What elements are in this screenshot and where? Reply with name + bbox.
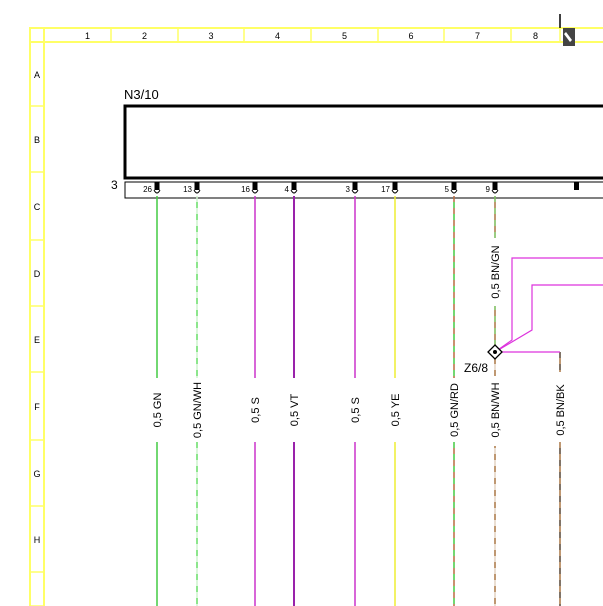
- pin-terminal: [252, 182, 258, 190]
- connector-label: 3: [111, 178, 118, 192]
- pin-number: 17: [381, 185, 390, 194]
- pin-number: 9: [486, 185, 491, 194]
- wire-label-bg: [553, 372, 566, 442]
- row-label: D: [34, 269, 41, 279]
- frame-left-band: [29, 27, 45, 606]
- wire-label-bg: [388, 378, 401, 442]
- wire-label: 0,5 BN/BK: [555, 384, 567, 436]
- pin-terminal: [574, 182, 579, 190]
- pin-cup: [193, 189, 201, 194]
- pin-group: 26 13 16 4 3 17 5 9: [143, 182, 579, 194]
- pin-cup: [391, 189, 399, 194]
- wire-label: 0,5 GN/WH: [192, 382, 204, 438]
- col-label: 3: [208, 31, 213, 41]
- splice-label: Z6/8: [464, 361, 488, 375]
- pin-cup: [290, 189, 298, 194]
- row-label: B: [34, 135, 40, 145]
- pin-number: 5: [445, 185, 450, 194]
- pin-terminal: [291, 182, 297, 190]
- pin-terminal: [154, 182, 160, 190]
- pin-cup: [450, 189, 458, 194]
- magenta-branch: [494, 257, 603, 353]
- wire-label: 0,5 GN: [152, 393, 164, 428]
- wire-group: 0,5 GN 0,5 GN/WH 0,5 S 0,5 VT 0,5 S 0,5 YE 0,5…: [150, 196, 603, 606]
- pin-terminal: [194, 182, 200, 190]
- drawing-frame: 1 2 3 4 5 6 7 8A B C D E F G H: [29, 14, 603, 606]
- pin-cup: [153, 189, 161, 194]
- pin-terminal: [352, 182, 358, 190]
- col-label: 6: [408, 31, 413, 41]
- wire-label-bg: [287, 378, 300, 442]
- wire-label: 0,5 S: [350, 397, 362, 423]
- wire-label: 0,5 BN/GN: [490, 245, 502, 298]
- pin-cup: [251, 189, 259, 194]
- component-box: [123, 104, 603, 180]
- wire-label-bg: [488, 238, 501, 306]
- pin-number: 3: [346, 185, 351, 194]
- wire-label-bg: [248, 378, 261, 442]
- pin-number: 26: [143, 185, 152, 194]
- connector-strip: [124, 181, 603, 199]
- row-label: F: [34, 402, 40, 412]
- component-n3-10[interactable]: N3/10 3: [111, 87, 603, 199]
- wire-label-bg: [150, 378, 163, 442]
- pin-cup: [351, 189, 359, 194]
- wire-label: 0,5 BN/WH: [490, 382, 502, 437]
- magenta-branch: [494, 284, 603, 353]
- pin-terminal: [451, 182, 457, 190]
- col-label: 2: [142, 31, 147, 41]
- wire-label: 0,5 YE: [390, 394, 402, 427]
- wire-label-bg: [190, 378, 203, 442]
- pin-terminal: [492, 182, 498, 190]
- wire-label-bg: [488, 376, 501, 446]
- row-label: H: [34, 535, 41, 545]
- pin-terminal: [392, 182, 398, 190]
- col-label: 7: [475, 31, 480, 41]
- pin-number: 4: [285, 185, 290, 194]
- row-label: G: [33, 469, 40, 479]
- col-label: 8: [533, 31, 538, 41]
- row-label: A: [34, 70, 40, 80]
- frame-top-band: [29, 27, 603, 43]
- pin-number: 16: [241, 185, 250, 194]
- wire-label: 0,5 S: [250, 397, 262, 423]
- pin-cup: [491, 189, 499, 194]
- splice-dot: [493, 350, 497, 354]
- col-label: 5: [342, 31, 347, 41]
- wire-label: 0,5 GN/RD: [449, 383, 461, 437]
- row-label: C: [34, 202, 41, 212]
- pin-number: 13: [183, 185, 192, 194]
- splice-z6-8[interactable]: Z6/8: [464, 344, 503, 375]
- col-label: 1: [85, 31, 90, 41]
- wire-label-bg: [447, 378, 460, 442]
- row-label: E: [34, 335, 40, 345]
- component-label: N3/10: [124, 87, 159, 102]
- pencil-icon[interactable]: [563, 28, 575, 46]
- wire-label-bg: [348, 378, 361, 442]
- col-label: 4: [275, 31, 280, 41]
- wire-label: 0,5 VT: [289, 394, 301, 427]
